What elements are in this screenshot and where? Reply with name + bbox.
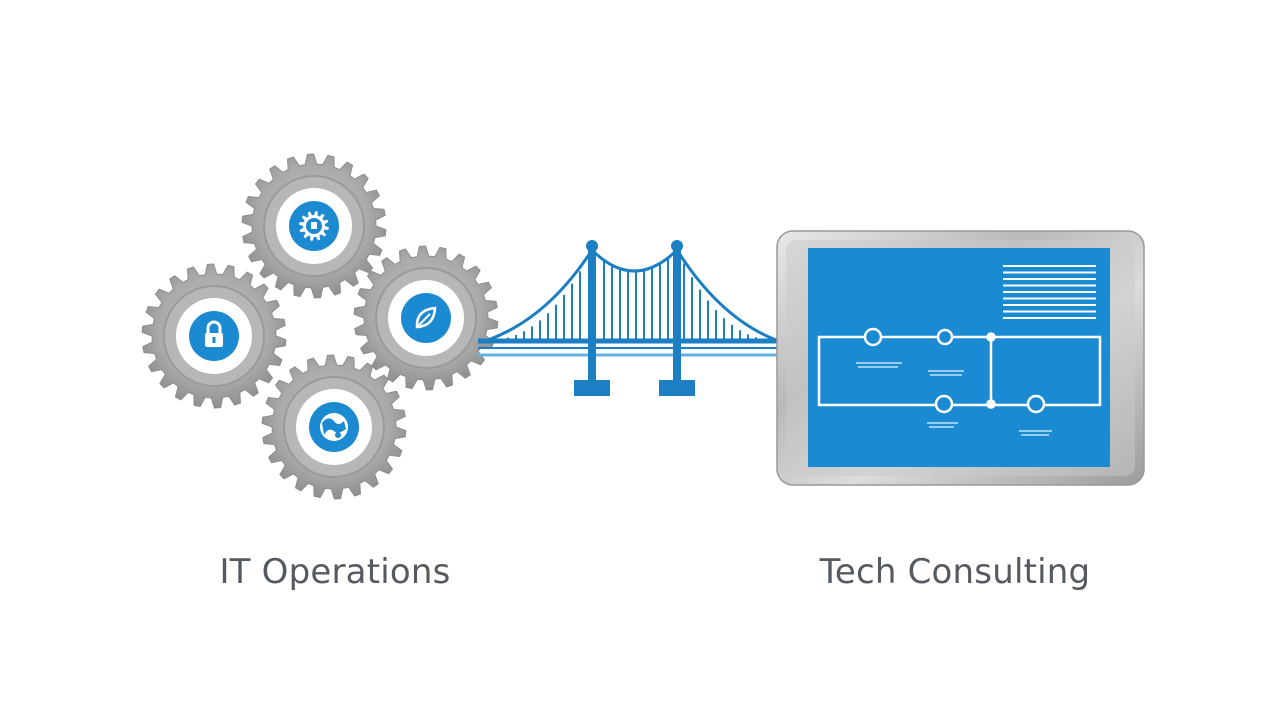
screen-scribbles xyxy=(856,362,1052,436)
globe-icon xyxy=(309,402,359,452)
bridge-illustration xyxy=(478,240,780,396)
screen-text-lines xyxy=(1003,265,1096,319)
gear-3 xyxy=(353,245,499,391)
gear-4 xyxy=(261,354,407,500)
leaf-icon xyxy=(401,293,451,343)
gear-icon xyxy=(289,201,339,251)
gear-1 xyxy=(241,153,387,299)
tablet-screen xyxy=(808,248,1110,467)
lock-icon xyxy=(189,311,239,361)
tech-consulting-label: Tech Consulting xyxy=(819,552,1091,592)
gear-2 xyxy=(141,263,287,409)
screen-flow-diagram xyxy=(817,327,1102,414)
it-operations-label: IT Operations xyxy=(219,552,451,592)
tablet-device xyxy=(776,230,1145,486)
gear-cluster xyxy=(141,153,499,500)
